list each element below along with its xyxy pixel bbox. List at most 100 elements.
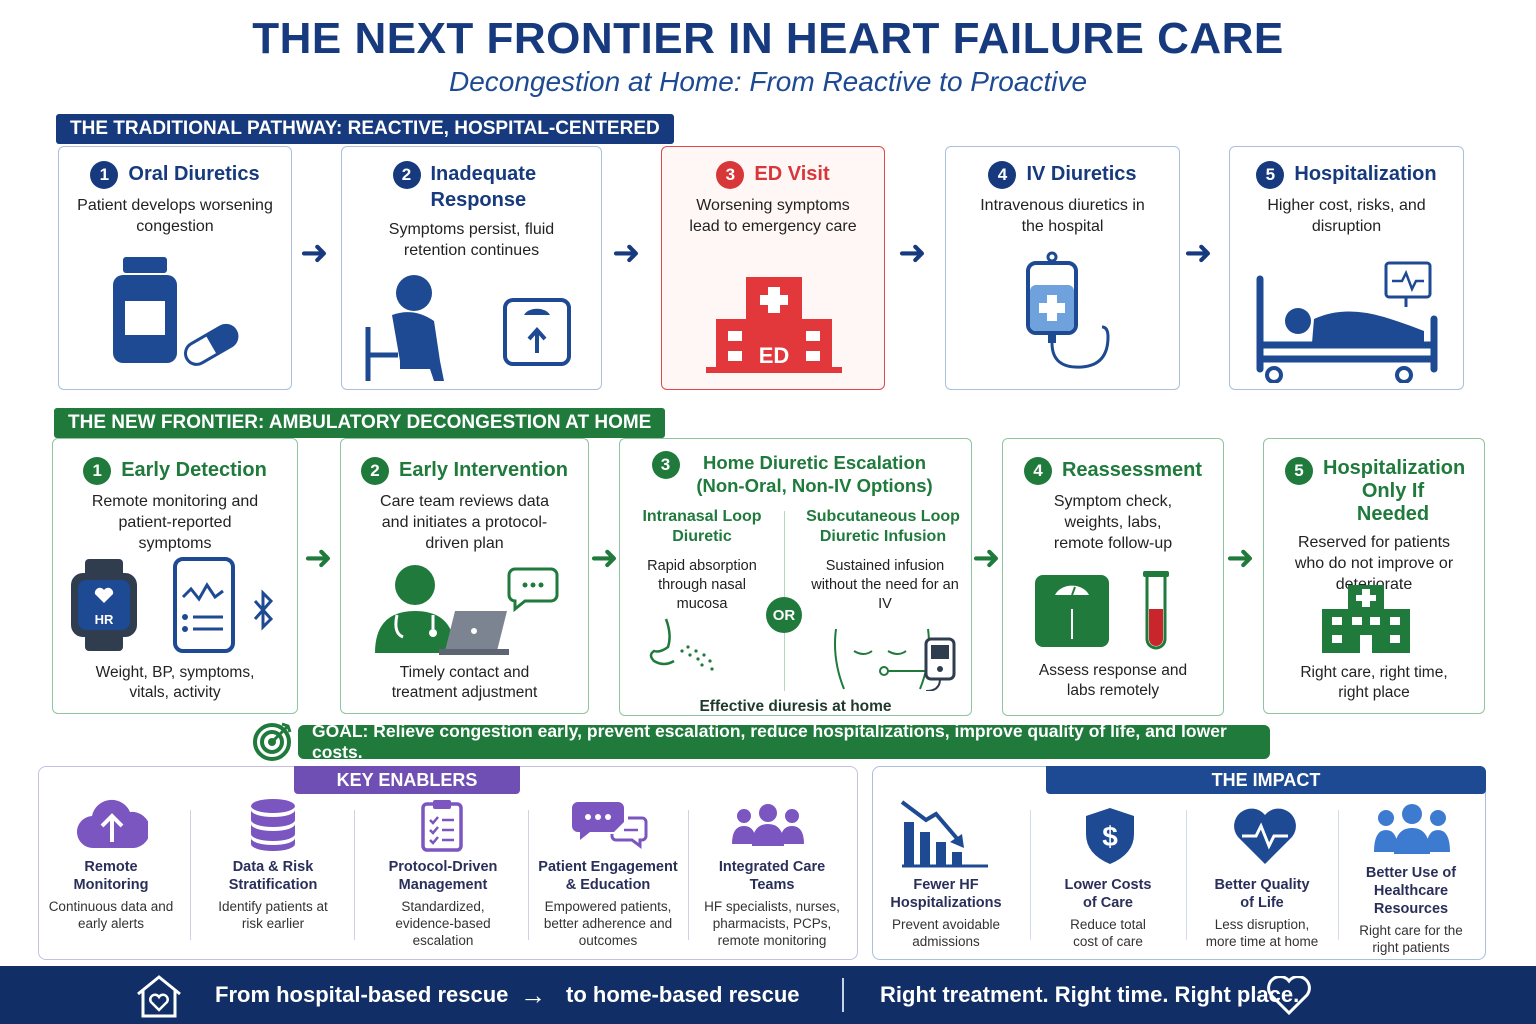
ed-label: ED <box>759 343 790 368</box>
impact-title-text: Lower Costs of Care <box>1064 877 1152 911</box>
enabler-remote-monitoring: Remote Monitoring Continuous data and ea… <box>48 858 174 932</box>
trend-down-icon <box>900 800 988 868</box>
flow-arrow-icon: ➜ <box>898 234 927 272</box>
page-subtitle: Decongestion at Home: From Reactive to P… <box>448 66 1088 97</box>
bluetooth-icon <box>253 589 274 631</box>
dollar-symbol: $ <box>1102 821 1118 852</box>
hospital-bed-icon <box>1256 261 1438 383</box>
step-title: Early Detection <box>121 459 267 481</box>
enabler-data-risk: Data & Risk Stratification Identify pati… <box>208 858 338 932</box>
flow-arrow-icon: ➜ <box>300 234 329 272</box>
page-title: THE NEXT FRONTIER IN HEART FAILURE CARE <box>252 14 1284 63</box>
step-footer: Weight, BP, symptoms, vitals, activity <box>95 664 255 701</box>
flow-arrow-icon: ➜ <box>972 539 1001 577</box>
step-description: Symptoms persist, fluid retention contin… <box>388 221 555 259</box>
step-description: Symptom check, weights, labs, remote fol… <box>1053 493 1173 552</box>
enabler-protocol: Protocol-Driven Management Standardized,… <box>372 858 514 949</box>
database-icon <box>251 799 295 851</box>
step-description: Intravenous diuretics in the hospital <box>980 197 1145 235</box>
step-number: 4 <box>988 161 1017 189</box>
lab-test-tube-icon <box>1143 571 1169 650</box>
step-number: 3 <box>651 451 680 479</box>
iv-bag-icon <box>1026 251 1110 369</box>
divider <box>1338 810 1339 940</box>
enabler-title: Integrated Care Teams <box>718 859 826 893</box>
frontier-step-3: 3 Home Diuretic Escalation (Non-Oral, Non… <box>619 438 972 716</box>
impact-fewer-hospitalizations: Fewer HF Hospitalizations Prevent avoida… <box>882 876 1010 950</box>
footer-from-text: From hospital-based rescue <box>215 982 509 1007</box>
divider <box>688 810 689 940</box>
enabler-description: Continuous data and early alerts <box>48 899 174 931</box>
weight-scale-up-icon <box>503 298 571 366</box>
home-heart-icon <box>137 975 181 1018</box>
step-title: Inadequate Response <box>430 163 537 211</box>
impact-title: THE IMPACT <box>1046 766 1486 794</box>
footer-bar: From hospital-based rescue → to home-bas… <box>0 966 1536 1024</box>
step-description: Care team reviews data and initiates a p… <box>380 493 549 552</box>
target-icon <box>253 722 292 761</box>
people-icon <box>1374 804 1450 854</box>
option-a-title: Intranasal Loop Diuretic <box>642 508 762 545</box>
step-title: Home Diuretic Escalation (Non-Oral, Non-… <box>696 452 933 496</box>
step-title: ED Visit <box>754 163 830 185</box>
enabler-care-teams: Integrated Care Teams HF specialists, nu… <box>698 858 846 949</box>
hospital-ed-icon: ED <box>706 277 842 373</box>
step-title: Oral Diuretics <box>128 163 260 185</box>
step-description: Patient develops worsening congestion <box>77 197 273 235</box>
divider <box>528 810 529 940</box>
divider <box>1030 810 1031 940</box>
clipboard-icon <box>421 800 463 852</box>
flow-arrow-icon: ➜ <box>1226 539 1255 577</box>
flow-arrow-icon: ➜ <box>304 539 333 577</box>
or-badge: OR <box>766 597 802 633</box>
step-title: Reassessment <box>1061 459 1203 481</box>
heart-icon <box>1267 976 1311 1016</box>
step-title: Early Intervention <box>399 459 568 481</box>
new-frontier-banner: THE NEW FRONTIER: AMBULATORY DECONGESTIO… <box>54 408 666 438</box>
step-number: 2 <box>392 161 421 189</box>
step-description: Remote monitoring and patient-reported s… <box>91 493 259 552</box>
flow-arrow-icon: ➜ <box>590 539 619 577</box>
heart-pulse-icon <box>1234 808 1296 864</box>
impact-quality-of-life: Better Quality of Life Less disruption, … <box>1198 876 1326 950</box>
step-footer: Assess response and labs remotely <box>1038 662 1188 699</box>
traditional-step-3: 3 ED Visit Worsening symptoms lead to eme… <box>661 146 885 390</box>
clinician-laptop-icon <box>375 565 559 655</box>
enabler-description: Empowered patients, better adherence and… <box>543 899 673 948</box>
step-description: Higher cost, risks, and disruption <box>1267 197 1426 235</box>
footer-to-text: to home-based rescue <box>566 982 800 1007</box>
traditional-step-2: 2 Inadequate Response Symptoms persist, f… <box>341 146 602 390</box>
cloud-upload-icon <box>77 799 148 849</box>
enabler-title: Data & Risk Stratification <box>228 859 318 893</box>
impact-title-text: Better Use of Healthcare Resources <box>1365 865 1457 917</box>
step-number: 3 <box>716 161 745 189</box>
option-a-description: Rapid absorption through nasal mucosa <box>647 558 757 612</box>
step-footer: Right care, right time, right place <box>1300 664 1448 701</box>
step-title: Hospitalization <box>1294 163 1437 185</box>
step-title: Hospitalization Only If Needed <box>1323 457 1466 525</box>
impact-description: Less disruption, more time at home <box>1205 917 1319 949</box>
footer-arrow-icon: → <box>520 979 546 1010</box>
goal-banner: GOAL: Relieve congestion early, prevent … <box>298 721 1270 762</box>
step-description: Worsening symptoms lead to emergency car… <box>689 197 857 235</box>
nasal-spray-icon <box>649 618 714 671</box>
divider <box>1186 810 1187 940</box>
smartwatch-icon: HR <box>71 559 137 651</box>
enabler-description: Identify patients at risk earlier <box>218 899 328 931</box>
footer-tagline: Right treatment. Right time. Right place… <box>880 982 1300 1007</box>
scale-icon <box>1035 575 1109 647</box>
traditional-banner: THE TRADITIONAL PATHWAY: REACTIVE, HOSPI… <box>56 114 674 144</box>
key-enablers-title: KEY ENABLERS <box>294 766 520 794</box>
option-b-description: Sustained infusion without the need for … <box>811 558 959 612</box>
impact-title-text: Fewer HF Hospitalizations <box>890 877 1002 911</box>
hr-label: HR <box>95 612 114 627</box>
enabler-description: HF specialists, nurses, pharmacists, PCP… <box>704 899 840 948</box>
flow-arrow-icon: ➜ <box>1184 234 1213 272</box>
impact-resources: Better Use of Healthcare Resources Right… <box>1346 864 1476 956</box>
impact-lower-costs: Lower Costs of Care Reduce total cost of… <box>1044 876 1172 950</box>
